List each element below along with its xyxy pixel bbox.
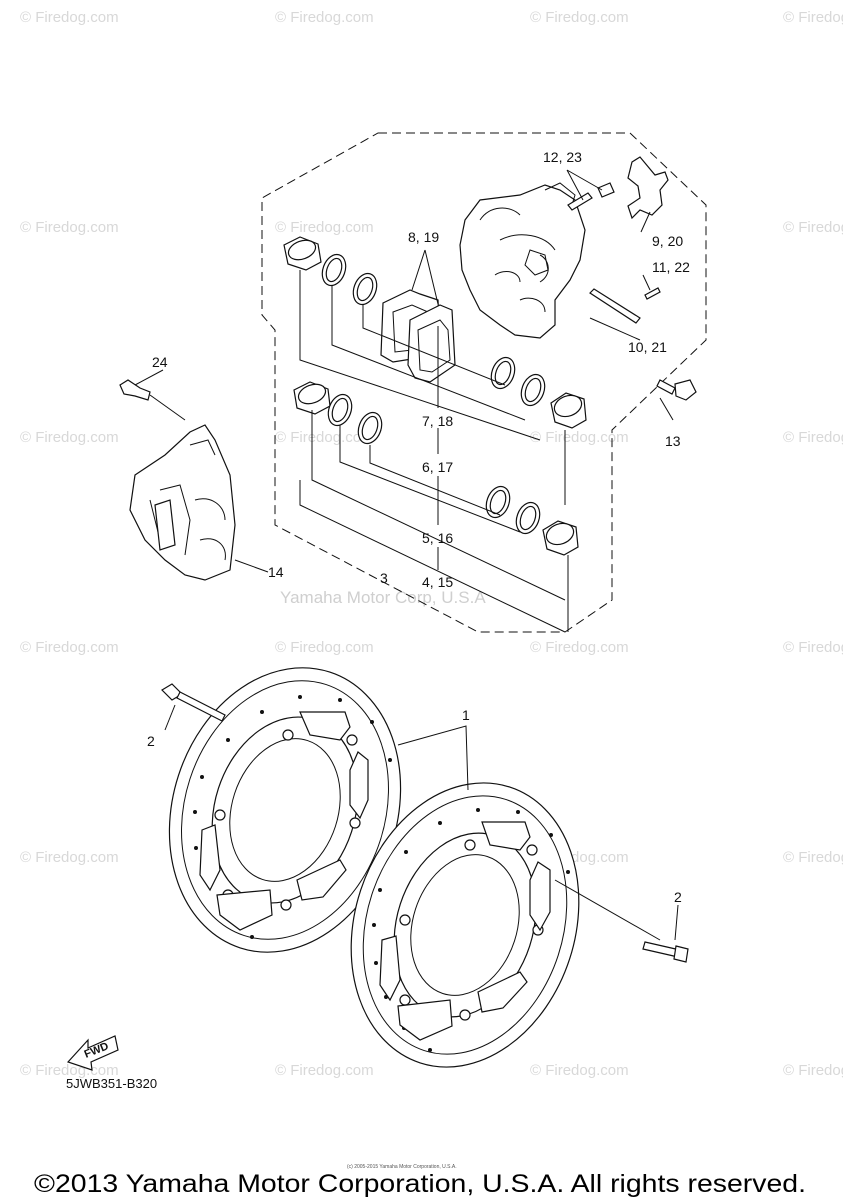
disc-callout-leader bbox=[397, 725, 469, 791]
watermark-text: © Firedog.com bbox=[275, 9, 374, 26]
callout-10-21: 10, 21 bbox=[628, 339, 667, 355]
callout-13: 13 bbox=[665, 433, 681, 449]
callout-5-16: 5, 16 bbox=[422, 530, 453, 546]
disc-bolt-left bbox=[161, 683, 226, 731]
watermark-text: © Firedog.com bbox=[783, 9, 843, 26]
brake-disc-left bbox=[168, 667, 402, 953]
callout-6-17: 6, 17 bbox=[422, 459, 453, 475]
disc-bolt-right bbox=[642, 904, 689, 963]
callout-3: 3 bbox=[380, 570, 388, 586]
watermark-text: © Firedog.com bbox=[783, 429, 843, 446]
caliper-assembled bbox=[119, 369, 269, 581]
caliper-body bbox=[459, 184, 586, 339]
callout-7-18: 7, 18 bbox=[422, 413, 453, 429]
watermark-text: © Firedog.com bbox=[20, 1062, 119, 1079]
watermark-text: © Firedog.com bbox=[275, 219, 374, 236]
bolt bbox=[119, 379, 151, 401]
watermark-text: © Firedog.com bbox=[783, 219, 843, 236]
watermark-text: © Firedog.com bbox=[275, 639, 374, 656]
watermark-text: © Firedog.com bbox=[275, 429, 374, 446]
callout-12-23: 12, 23 bbox=[543, 149, 582, 165]
diagram-code: 5JWB351-B320 bbox=[66, 1076, 157, 1091]
pad-support bbox=[627, 156, 669, 220]
pad-pin bbox=[589, 288, 641, 324]
watermark-text: © Firedog.com bbox=[20, 219, 119, 236]
callout-14: 14 bbox=[268, 564, 284, 580]
watermark-text: © Firedog.com bbox=[20, 639, 119, 656]
watermark-text: © Firedog.com bbox=[530, 429, 629, 446]
watermark-text: © Firedog.com bbox=[20, 849, 119, 866]
callout-11-22: 11, 22 bbox=[652, 259, 690, 275]
callout-2: 2 bbox=[147, 733, 155, 749]
watermark-text: © Firedog.com bbox=[783, 639, 843, 656]
watermark-text: © Firedog.com bbox=[20, 9, 119, 26]
watermark-text: © Firedog.com bbox=[783, 849, 843, 866]
watermark-brand: Yamaha Motor Corp, U.S.A bbox=[280, 588, 486, 607]
pad-pin-clip bbox=[644, 287, 661, 300]
brake-disc-right bbox=[350, 782, 661, 1068]
callout-1: 1 bbox=[462, 707, 470, 723]
small-notice: (c) 2005-2015 Yamaha Motor Corporation, … bbox=[347, 1164, 457, 1170]
caliper-assembled-body bbox=[129, 424, 236, 581]
callouts: 1 2 2 3 4, 15 5, 16 6, 17 7, 18 8, 19 9,… bbox=[147, 149, 690, 905]
watermark-text: © Firedog.com bbox=[530, 9, 629, 26]
watermark-text: © Firedog.com bbox=[275, 1062, 374, 1079]
callout-4-15: 4, 15 bbox=[422, 574, 453, 590]
watermark-text: © Firedog.com bbox=[530, 639, 629, 656]
bolt bbox=[656, 379, 676, 395]
callout-8-19: 8, 19 bbox=[408, 229, 439, 245]
watermark-text: © Firedog.com bbox=[20, 429, 119, 446]
bleed-cap bbox=[597, 182, 615, 198]
fwd-arrow-icon: FWD bbox=[66, 1035, 119, 1071]
watermark-text: © Firedog.com bbox=[783, 1062, 843, 1079]
copyright-notice: ©2013 Yamaha Motor Corporation, U.S.A. A… bbox=[34, 1170, 806, 1198]
caliper-exploded-view bbox=[283, 156, 697, 633]
callout-2: 2 bbox=[674, 889, 682, 905]
watermark-text: © Firedog.com bbox=[530, 1062, 629, 1079]
callout-9-20: 9, 20 bbox=[652, 233, 683, 249]
callout-24: 24 bbox=[152, 354, 168, 370]
